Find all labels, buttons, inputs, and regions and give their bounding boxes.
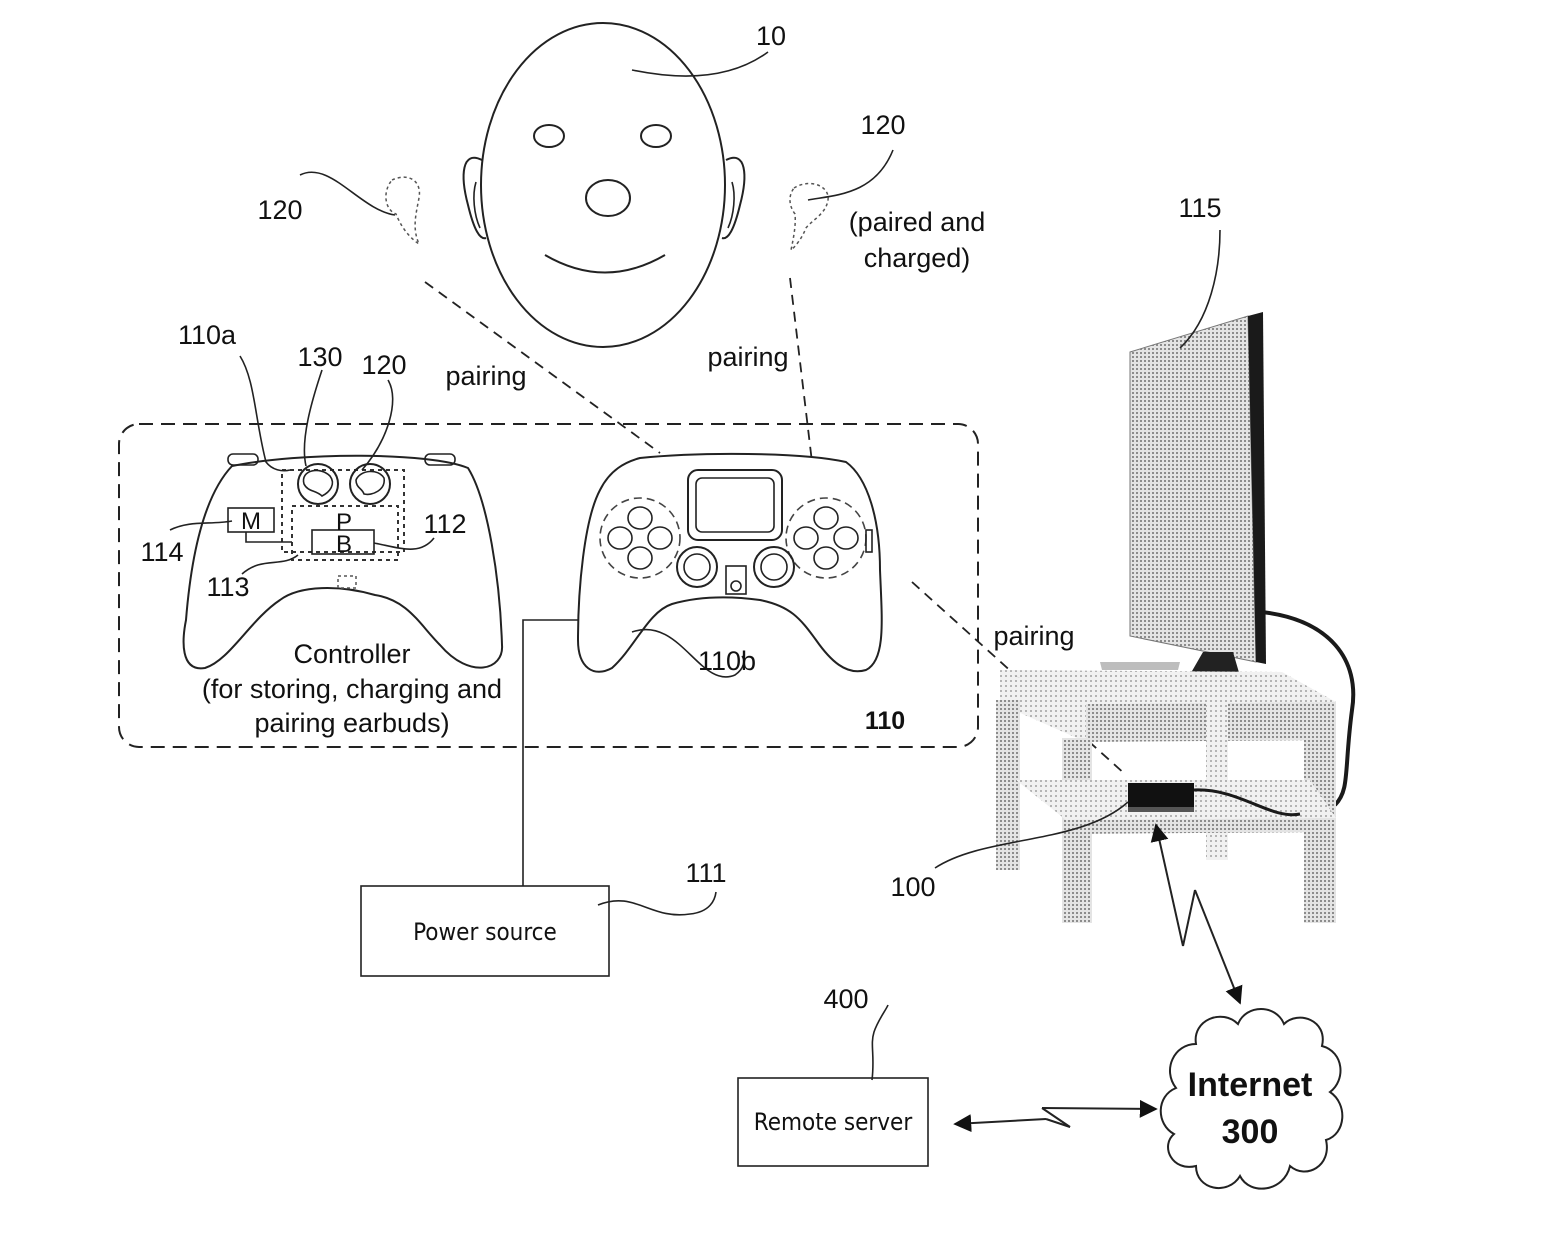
server-link-left <box>953 1114 1047 1133</box>
memory-box <box>227 507 275 533</box>
console-cable <box>1193 788 1301 817</box>
battery-letter: B <box>336 531 352 558</box>
power-source-box <box>360 885 610 977</box>
internet-name: Internet <box>1188 1066 1313 1104</box>
console-link-lower <box>1194 889 1243 1005</box>
console-link-zigzag <box>1182 889 1196 947</box>
face-label: 10 <box>756 21 786 51</box>
earbud-status-line-2: charged) <box>864 243 971 273</box>
pairing-line-left <box>424 281 661 454</box>
console-link-upper <box>1150 823 1184 947</box>
controller-110b <box>576 452 883 673</box>
charging-pad-leader <box>303 369 323 467</box>
earbud-right <box>789 182 829 252</box>
power-source-leader <box>597 891 717 916</box>
internet-cloud <box>1159 1008 1344 1190</box>
earbud-left-leader <box>299 171 396 216</box>
tv-leader <box>1179 229 1221 349</box>
earbud-status-line-1: (paired and <box>849 207 986 237</box>
memory-ref-label: 114 <box>140 537 183 567</box>
controller-b-label: 110b <box>698 646 756 676</box>
controller-caption-line-1: Controller <box>293 639 410 669</box>
controller-b-leader <box>631 628 745 678</box>
power-source-ref: 111 <box>685 858 726 888</box>
circuit-ref-label: 113 <box>206 572 249 602</box>
charging-pad-label: 130 <box>297 342 342 372</box>
processor-letter: P <box>336 509 352 536</box>
tv-cable <box>1261 610 1356 807</box>
pairing-label-right: pairing <box>707 342 788 372</box>
controller-group-110 <box>118 423 979 748</box>
earbud-right-label: 120 <box>860 110 905 140</box>
remote-server-box <box>737 1077 929 1167</box>
tv-label: 115 <box>1178 193 1221 223</box>
remote-server-leader <box>871 1004 889 1081</box>
controller-a-label: 110a <box>178 320 237 350</box>
game-console <box>1128 783 1194 812</box>
earbud-dock-area <box>281 469 405 553</box>
pairing-label-left: pairing <box>445 361 526 391</box>
controller-a-leader <box>239 355 291 472</box>
earbud-left-label: 120 <box>257 195 302 225</box>
pairing-label-console: pairing <box>993 621 1074 651</box>
earbud-in-controller-label: 120 <box>361 350 406 380</box>
earbud-left <box>385 176 421 247</box>
remote-server-label: Remote server <box>754 1108 913 1136</box>
battery-leader <box>373 537 435 550</box>
user-head <box>462 22 746 348</box>
circuit-leader <box>241 554 299 575</box>
controller-group-label: 110 <box>865 707 905 735</box>
server-link-zag <box>1041 1107 1071 1128</box>
memory-leader <box>169 520 233 531</box>
console-label: 100 <box>890 872 935 902</box>
controller-caption-line-3: pairing earbuds) <box>254 708 449 738</box>
remote-server-ref: 400 <box>823 984 868 1014</box>
server-link-zig <box>1045 1118 1071 1128</box>
battery-box <box>311 529 375 555</box>
battery-ref-label: 112 <box>423 509 466 539</box>
controller-caption-line-2: (for storing, charging and <box>202 674 502 704</box>
server-link-right <box>1041 1099 1158 1118</box>
pairing-line-right <box>789 277 813 463</box>
earbud-dock-leader <box>361 379 394 471</box>
memory-letter: M <box>241 508 261 535</box>
face-leader <box>631 51 769 77</box>
power-cable <box>522 619 578 886</box>
controller-110a <box>182 453 504 670</box>
television <box>1100 312 1280 690</box>
console-leader <box>934 801 1129 869</box>
power-source-label: Power source <box>413 918 557 946</box>
earbud-right-leader <box>807 149 894 201</box>
internet-number: 300 <box>1222 1113 1279 1151</box>
